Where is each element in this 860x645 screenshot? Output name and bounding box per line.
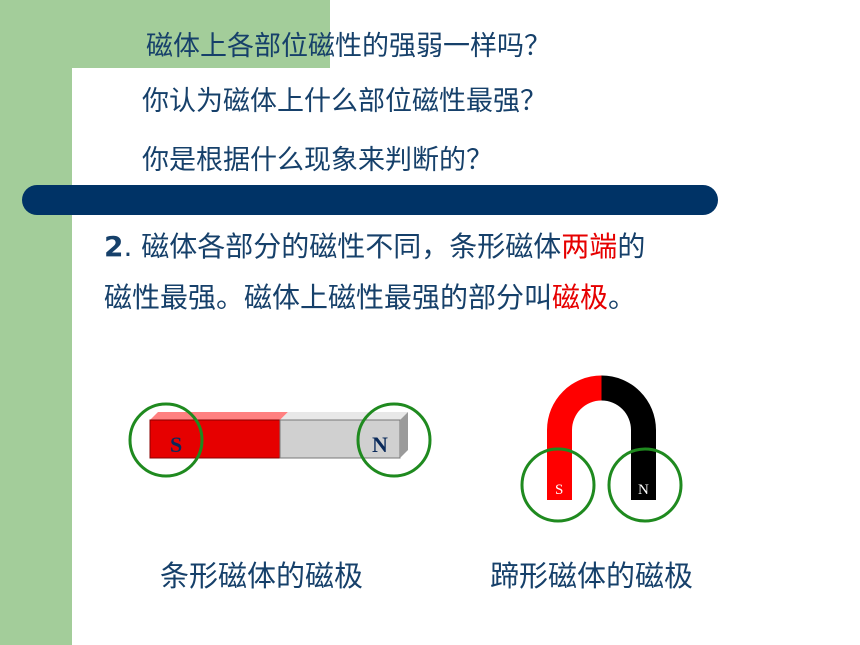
horseshoe-n-label: N	[638, 482, 649, 498]
bar-magnet-n-label: N	[372, 432, 388, 457]
divider-bar	[22, 185, 718, 215]
bar-magnet-north-half	[279, 419, 401, 459]
bar-magnet-side	[400, 412, 408, 458]
paragraph-text-1b: 的	[617, 230, 646, 263]
horseshoe-south-arm	[547, 375, 602, 500]
bar-magnet-south-half	[149, 419, 281, 459]
paragraph-number: 2	[104, 230, 124, 263]
horseshoe-s-label: S	[555, 482, 563, 498]
bar-magnet-red-top	[150, 412, 288, 420]
bar-magnet-n-pole-circle	[356, 402, 432, 478]
bar-magnet: S N	[128, 402, 432, 478]
horseshoe-north-arm	[601, 375, 656, 500]
horseshoe-n-pole-circle	[607, 447, 683, 523]
horseshoe-magnet: S N	[520, 375, 683, 523]
question-2: 你认为磁体上什么部位磁性最强？	[142, 86, 547, 117]
paragraph-line-1: 2. 磁体各部分的磁性不同，条形磁体两端的	[104, 225, 645, 265]
content-corner	[72, 68, 372, 128]
emphasis-both-ends: 两端	[561, 230, 618, 263]
question-3: 你是根据什么现象来判断的？	[142, 145, 493, 176]
emphasis-magnetic-pole: 磁极	[552, 281, 609, 314]
paragraph-text-2a: 磁性最强。磁体上磁性最强的部分叫	[104, 281, 553, 314]
paragraph-text-2b: 。	[608, 281, 637, 314]
horseshoe-s-pole-circle	[520, 447, 596, 523]
bar-magnet-s-pole-circle	[128, 402, 204, 478]
paragraph-text-1a: . 磁体各部分的磁性不同，条形磁体	[123, 230, 562, 263]
horseshoe-magnet-caption: 蹄形磁体的磁极	[490, 559, 694, 593]
question-1: 磁体上各部位磁性的强弱一样吗？	[146, 31, 551, 62]
bar-magnet-gray-top	[280, 412, 408, 420]
top-green-band	[0, 0, 330, 68]
bar-magnet-s-label: S	[170, 432, 182, 457]
left-green-strip	[0, 0, 72, 645]
bar-magnet-caption: 条形磁体的磁极	[160, 559, 364, 593]
paragraph-line-2: 磁性最强。磁体上磁性最强的部分叫磁极。	[104, 276, 636, 316]
